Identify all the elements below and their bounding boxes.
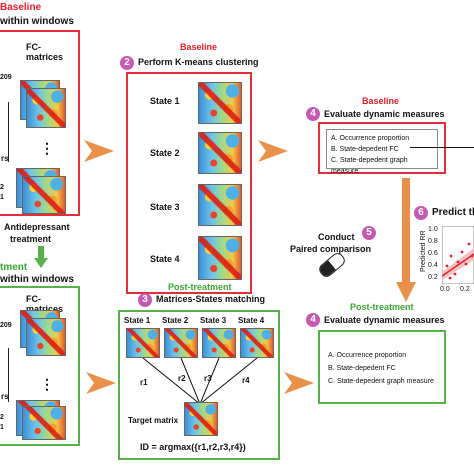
step3-state-4-matrix (240, 328, 274, 358)
step4-bottom-title: Post-treatment (350, 302, 414, 312)
left-top-fc-matrix-front (26, 88, 66, 128)
left-top-fc-matrix-1 (22, 176, 66, 214)
step5-line1: Conduct (318, 232, 355, 242)
step3-state-2-matrix (164, 328, 198, 358)
arrow-to-clustering (84, 140, 114, 162)
treatment-down-arrow (34, 246, 48, 268)
step2-title: Baseline (180, 42, 218, 52)
arrow-down-to-post (396, 178, 416, 302)
step2-state-3-label: State 3 (150, 202, 180, 212)
step3-subtitle: Matrices-States matching (156, 294, 266, 304)
step6-ytick-1: 1.0 (428, 226, 438, 233)
step4-top-item-a: A. Occurrence proportion (331, 135, 410, 142)
step6-xtick-1: 0.0 (440, 286, 450, 293)
step6-ytick-5: 0.2 (428, 274, 438, 281)
left-bottom-fc-matrix-1 (22, 406, 66, 440)
step2-state-1-matrix (198, 82, 242, 124)
arrow-to-evaluate-post (284, 372, 314, 394)
step2-number-icon: 2 (120, 56, 134, 70)
step4-bottom-number-icon: 4 (306, 313, 320, 327)
left-bottom-fc-matrix-front (26, 318, 66, 356)
step4-top-list: A. Occurrence proportion B. State-depede… (326, 129, 438, 175)
step3-number-icon: 3 (138, 293, 152, 307)
step2-state-2-label: State 2 (150, 148, 180, 158)
step3-panel: State 1 State 2 State 3 State 4 r1 r2 r3… (118, 310, 280, 460)
step3-r1-label: r1 (140, 378, 148, 387)
step2-state-3-matrix (198, 184, 242, 226)
step3-r4-label: r4 (242, 376, 250, 385)
step4-bottom-list: A. Occurrence proportion B. State-depede… (324, 346, 440, 390)
left-bottom-tick-a: 2 (0, 414, 4, 421)
step6-ylabel: Predicted RR (420, 230, 427, 272)
step6-title: Predict the (432, 207, 474, 218)
step3-state-2-label: State 2 (162, 316, 189, 325)
step2-subtitle: Perform K-means clustering (138, 57, 259, 67)
arrow-to-matching (86, 372, 116, 394)
step3-target-matrix (184, 402, 218, 436)
step4-top-item-b: B. State-depedent FC (331, 146, 399, 153)
step3-r3-label: r3 (204, 374, 212, 383)
step4-top-connector-line (410, 147, 474, 148)
step6-scatter-plot (442, 226, 474, 284)
left-bottom-tick-b: 1 (0, 424, 4, 431)
step6-ytick-2: 0.8 (428, 238, 438, 245)
step6-xtick-2: 0.2 (460, 286, 470, 293)
left-top-title: Baseline (0, 2, 42, 13)
left-bottom-fc-label: FC-matrices (26, 294, 64, 314)
step2-state-4-label: State 4 (150, 254, 180, 264)
left-bottom-subtitle: within windows (0, 274, 74, 285)
step2-state-1-label: State 1 (150, 96, 180, 106)
left-bottom-ellipsis: ⋮ (40, 376, 54, 392)
pill-icon (316, 250, 348, 280)
step6-number-icon: 6 (414, 206, 428, 220)
left-bottom-panel: FC-matrices 209 rs ⋮ 2 1 (0, 286, 80, 446)
left-top-axis-line (8, 102, 9, 162)
left-top-subtitle: within windows (0, 16, 74, 27)
left-top-ellipsis: ⋮ (40, 140, 54, 156)
step3-state-4-label: State 4 (238, 316, 265, 325)
left-top-fc-label: FC-matrices (26, 42, 64, 62)
step3-state-1-label: State 1 (124, 316, 151, 325)
step5-line2: Paired comparison (290, 244, 372, 254)
step2-state-2-matrix (198, 132, 242, 174)
left-top-tick-b: 1 (0, 194, 4, 201)
step4-top-title: Baseline (362, 96, 400, 106)
step5-number-icon: 5 (362, 226, 376, 240)
step3-correlation-lines (142, 357, 258, 405)
arrow-to-evaluate-baseline (258, 140, 288, 162)
step3-title: Post-treatment (168, 282, 232, 292)
step4-top-number-icon: 4 (306, 107, 320, 121)
left-bottom-tick-top: 209 (0, 322, 12, 329)
step2-panel: State 1 State 2 State 3 State 4 (126, 72, 252, 294)
step4-top-subtitle: Evaluate dynamic measures (324, 109, 445, 119)
step4-bottom-item-b: B. State-depedent FC (328, 365, 396, 372)
step4-bottom-item-a: A. Occurrence proportion (328, 352, 407, 359)
step3-formula: ID = argmax({r1,r2,r3,r4}) (140, 442, 246, 452)
left-bottom-title: tment (0, 262, 28, 273)
step2-state-4-matrix (198, 236, 242, 280)
step6-ytick-3: 0.6 (428, 250, 438, 257)
step3-state-3-matrix (202, 328, 236, 358)
left-top-tick-a: 2 (0, 184, 4, 191)
antidepressant-line1: Antidepressant (4, 222, 70, 232)
step3-state-3-label: State 3 (200, 316, 227, 325)
step4-bottom-panel: A. Occurrence proportion B. State-depede… (318, 330, 446, 404)
step3-target-label: Target matrix (128, 416, 179, 425)
left-top-panel: FC-matrices 209 rs ⋮ 2 1 (0, 30, 80, 216)
step3-r2-label: r2 (178, 374, 186, 383)
left-top-tick-top: 209 (0, 74, 12, 81)
left-top-side-label: rs (1, 154, 9, 163)
antidepressant-line2: treatment (10, 234, 52, 244)
step6-ytick-4: 0.4 (428, 262, 438, 269)
step4-bottom-subtitle: Evaluate dynamic measures (324, 315, 445, 325)
step4-top-item-c: C. State-depedent graph measure (331, 157, 408, 175)
left-bottom-side-label: rs (1, 392, 9, 401)
step4-top-panel: A. Occurrence proportion B. State-depede… (318, 122, 446, 175)
step4-bottom-item-c: C. State-depedent graph measure (328, 378, 434, 385)
step3-state-1-matrix (126, 328, 160, 358)
left-bottom-axis-line (8, 348, 9, 402)
